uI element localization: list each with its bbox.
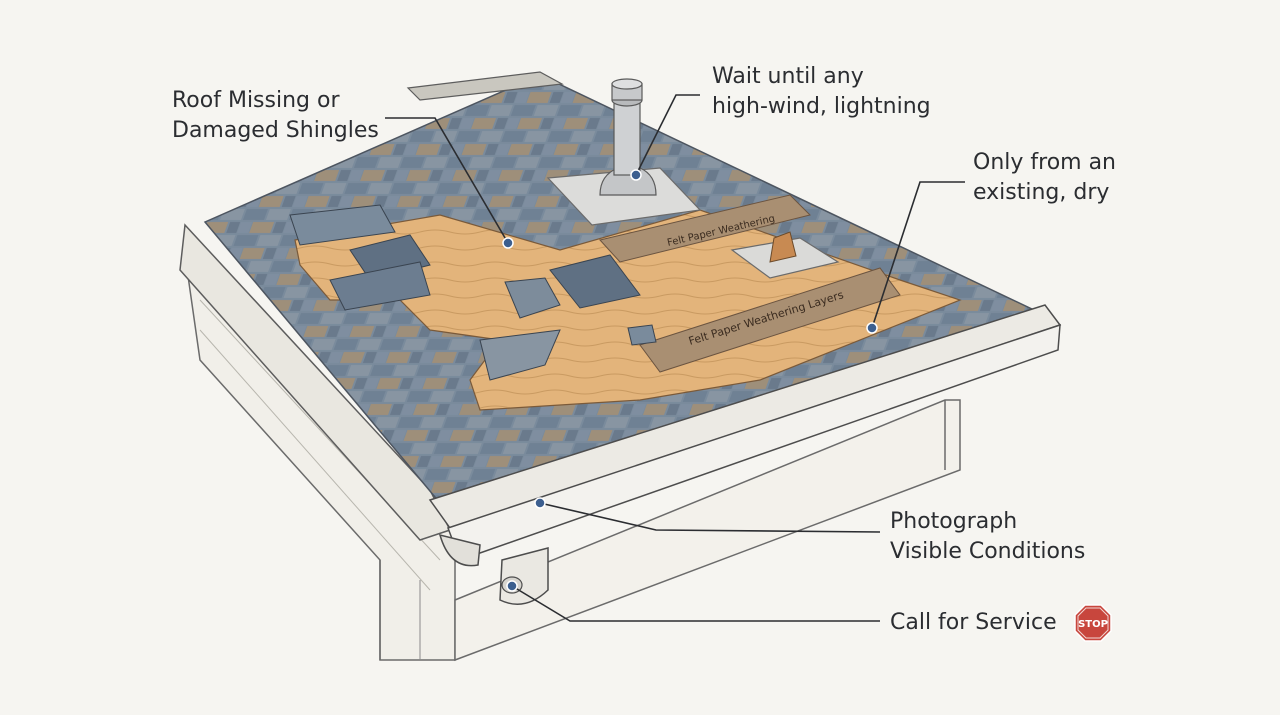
callout-existing-line2: existing, dry	[973, 180, 1110, 205]
rake-board	[179, 223, 452, 541]
callout-damaged-shingles: Roof Missing or Damaged Shingles	[172, 86, 379, 146]
ridge-cap	[406, 71, 564, 101]
callout-wait-line1: Wait until any	[712, 64, 864, 89]
felt-paper-upper	[599, 194, 811, 263]
dot-existing	[866, 322, 878, 334]
callout-service-label: Call for Service	[890, 610, 1057, 635]
callout-damaged-shingles-line2: Damaged Shingles	[172, 118, 379, 143]
dot-damaged-shingles	[502, 237, 514, 249]
callout-photograph-line2: Visible Conditions	[890, 539, 1086, 564]
callout-service: Call for Service STOP	[890, 604, 1112, 642]
stop-sign-icon: STOP	[1073, 604, 1112, 642]
dot-gutter	[534, 497, 546, 509]
downspout	[499, 547, 549, 605]
leader-dots	[502, 169, 878, 592]
callout-existing: Only from an existing, dry	[973, 148, 1116, 208]
dot-vent	[630, 169, 642, 181]
callout-photograph-line1: Photograph	[890, 509, 1018, 534]
dot-downspout	[506, 580, 518, 592]
vent-pipe	[546, 78, 702, 226]
roof-jack	[730, 231, 840, 279]
leader-lines	[385, 94, 965, 622]
felt-paper-lower	[639, 267, 901, 373]
callout-wait: Wait until any high-wind, lightning	[712, 62, 931, 122]
callout-existing-line1: Only from an	[973, 150, 1116, 175]
stop-sign-text: STOP	[1078, 619, 1108, 630]
gutter	[428, 304, 1062, 567]
loose-shingles	[289, 204, 657, 381]
callout-photograph: Photograph Visible Conditions	[890, 507, 1085, 567]
callout-damaged-shingles-line1: Roof Missing or	[172, 88, 340, 113]
callout-wait-line2: high-wind, lightning	[712, 94, 931, 119]
